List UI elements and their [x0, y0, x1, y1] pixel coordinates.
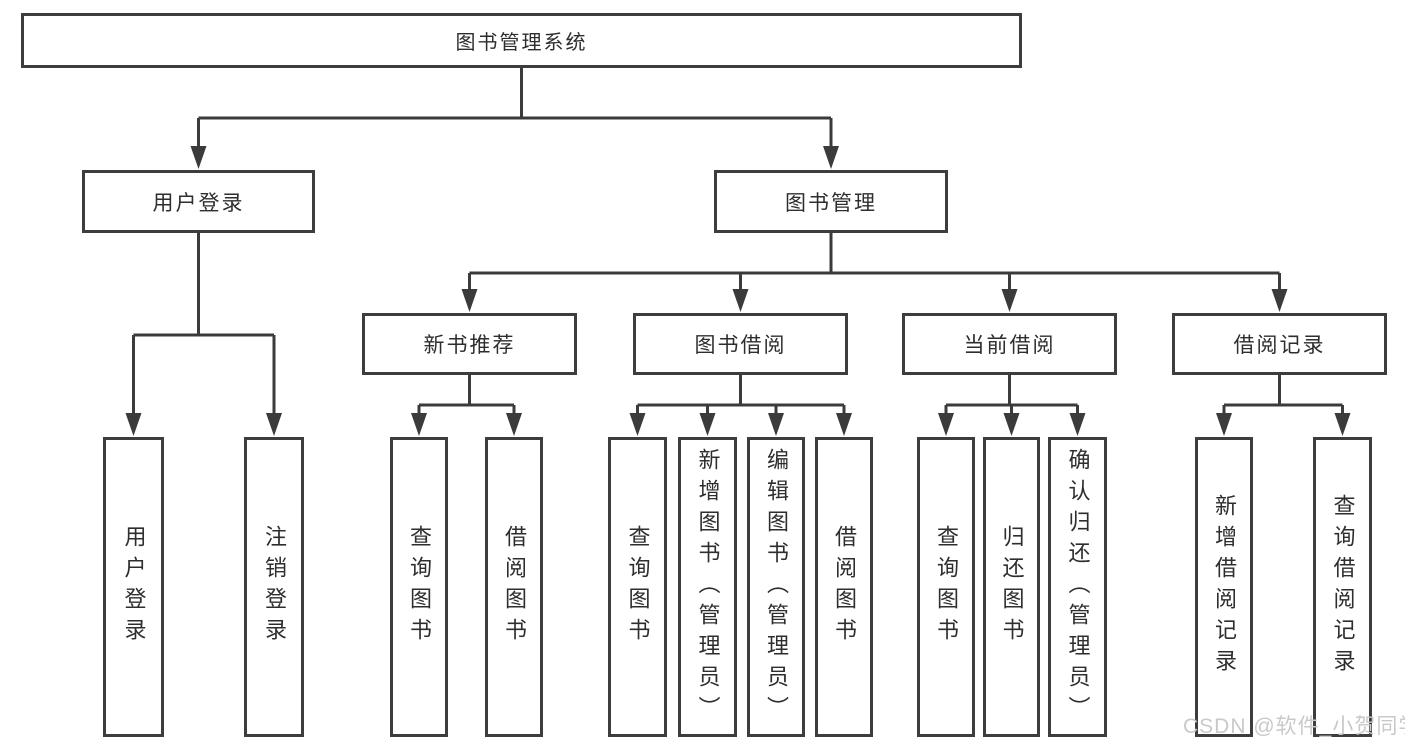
connector-path: [197, 68, 833, 148]
node-book-management: 图书管理: [714, 170, 948, 233]
arrowhead: [1001, 289, 1018, 312]
arrowhead: [461, 289, 478, 312]
node-edit-books-admin: 编辑图书（管理员）: [747, 437, 805, 737]
node-query-borrow-record: 查询借阅记录: [1313, 437, 1372, 737]
arrowheads: [125, 146, 1351, 436]
arrowhead: [1271, 289, 1288, 312]
node-label: 借阅图书: [832, 525, 857, 649]
node-label: 注销登录: [262, 525, 287, 649]
node-borrowing-records: 借阅记录: [1172, 313, 1387, 375]
node-label: 编辑图书（管理员）: [764, 447, 789, 727]
connector-root-to-level2: [197, 68, 833, 148]
connector-path: [132, 233, 276, 414]
node-label: 图书管理: [785, 191, 877, 215]
node-book-borrowing: 图书借阅: [633, 313, 848, 375]
connector-records-to-leaves: [1222, 375, 1344, 414]
arrowhead: [190, 146, 207, 169]
node-label: 借阅记录: [1233, 334, 1326, 357]
connector-book-management-to-level3: [468, 233, 1281, 290]
node-label: 查询图书: [407, 525, 432, 649]
arrowhead: [1003, 413, 1020, 436]
node-label: 新增图书（管理员）: [695, 447, 721, 727]
node-logout: 注销登录: [244, 437, 304, 737]
node-user-login: 用户登录: [82, 170, 315, 233]
connector-path: [417, 375, 516, 414]
connector-path: [468, 233, 1281, 290]
connector-current-to-leaves: [944, 375, 1079, 414]
node-label: 用户登录: [121, 525, 147, 649]
node-label: 归还图书: [999, 525, 1025, 649]
node-label: 用户登录: [152, 191, 245, 215]
node-label: 查询图书: [625, 525, 651, 649]
node-add-borrow-record: 新增借阅记录: [1195, 437, 1253, 737]
node-label: 新增借阅记录: [1212, 494, 1237, 680]
arrowhead: [506, 413, 522, 436]
node-label: 新书推荐: [423, 334, 516, 357]
connector-borrow-to-leaves: [636, 375, 846, 414]
node-confirm-return-admin: 确认归还（管理员）: [1048, 437, 1107, 737]
arrowhead: [629, 413, 646, 436]
node-label: 图书借阅: [694, 334, 787, 357]
arrowhead: [699, 413, 716, 436]
node-current-borrowing: 当前借阅: [902, 313, 1117, 375]
arrowhead: [266, 413, 282, 436]
arrowhead: [411, 413, 427, 436]
arrowhead: [125, 413, 142, 436]
node-label: 确认归还（管理员）: [1065, 447, 1091, 727]
arrowhead: [938, 413, 954, 436]
node-return-books: 归还图书: [983, 437, 1040, 737]
node-label: 当前借阅: [963, 334, 1056, 357]
node-borrow-books: 借阅图书: [815, 437, 873, 737]
node-add-books-admin: 新增图书（管理员）: [678, 437, 737, 737]
node-query-books-current: 查询图书: [917, 437, 975, 737]
arrowhead: [768, 413, 784, 436]
node-borrow-books-recommend: 借阅图书: [485, 437, 543, 737]
arrowhead: [1216, 413, 1232, 436]
node-new-book-recommendation: 新书推荐: [362, 313, 577, 375]
node-query-books-borrow: 查询图书: [608, 437, 667, 737]
node-label: 借阅图书: [502, 525, 527, 649]
node-library-management-system: 图书管理系统: [21, 13, 1022, 68]
watermark: CSDN @软件_小贺同学: [1183, 715, 1405, 738]
arrowhead: [1334, 413, 1351, 436]
connector-path: [944, 375, 1079, 414]
node-label: 查询借阅记录: [1330, 494, 1356, 680]
arrowhead: [732, 289, 749, 312]
node-query-books-recommend: 查询图书: [390, 437, 448, 737]
arrowhead: [836, 413, 852, 436]
connector-user-login-to-leaves: [132, 233, 276, 414]
connector-path: [636, 375, 846, 414]
connector-path: [1222, 375, 1344, 414]
connector-recommend-to-leaves: [417, 375, 516, 414]
arrowhead: [823, 146, 839, 169]
node-label: 图书管理系统: [455, 32, 588, 54]
node-user-login-leaf: 用户登录: [103, 437, 164, 737]
node-label: 查询图书: [934, 525, 959, 649]
arrowhead: [1069, 413, 1086, 436]
